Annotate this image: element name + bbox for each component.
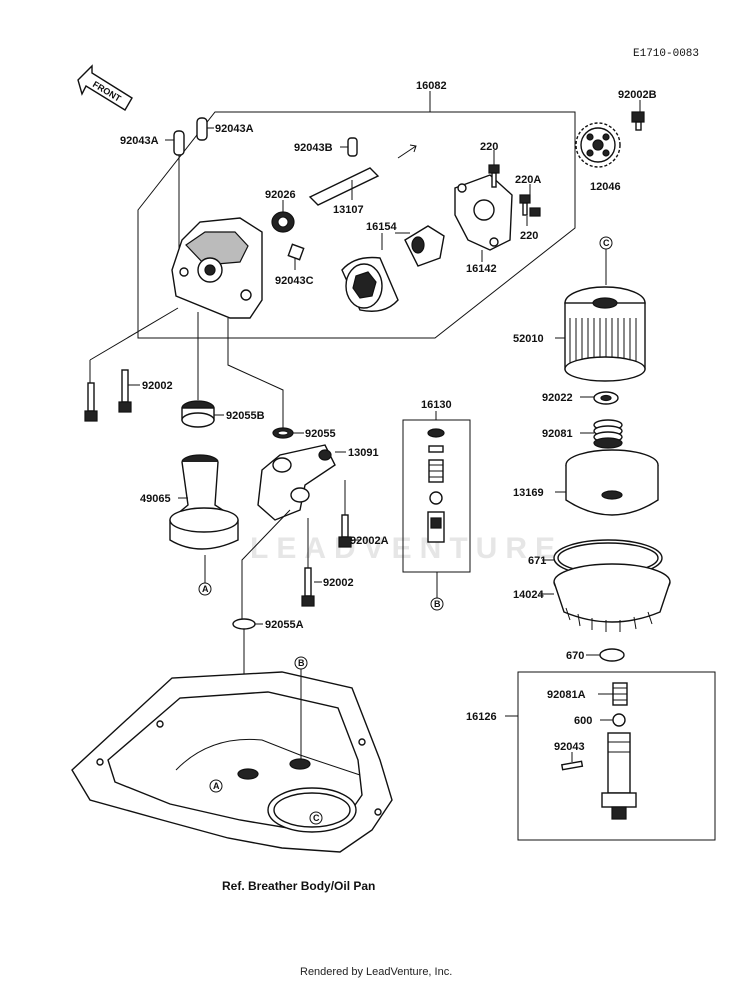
svg-text:B: B — [298, 658, 305, 668]
label-92002b: 92002B — [618, 89, 657, 101]
svg-text:C: C — [313, 813, 320, 823]
bolt-92002-short — [118, 369, 132, 413]
spring-92081a — [612, 682, 628, 706]
oil-screen-49065 — [169, 454, 239, 550]
ball-600 — [612, 713, 626, 727]
label-92043c: 92043C — [275, 275, 314, 287]
callout-b-upper — [430, 597, 444, 611]
label-92055a: 92055A — [265, 619, 304, 631]
bypass-valve-parts — [427, 428, 445, 543]
label-92081a: 92081A — [547, 689, 586, 701]
o-ring-92055a — [232, 618, 256, 630]
label-52010: 52010 — [513, 333, 544, 345]
label-92081: 92081 — [542, 428, 573, 440]
label-92026: 92026 — [265, 189, 296, 201]
label-92043: 92043 — [554, 741, 585, 753]
diagram-code: E1710-0083 — [633, 48, 699, 60]
callout-a-lower — [209, 779, 223, 793]
spring-92081 — [593, 419, 623, 449]
relief-valve-box — [517, 671, 716, 841]
pump-cover-16142 — [454, 174, 513, 251]
callout-a-upper — [198, 582, 212, 596]
filter-cover-14024 — [553, 563, 671, 632]
watermark-text: LEADVENTURE — [250, 532, 563, 565]
label-14024: 14024 — [513, 589, 544, 601]
label-92055b: 92055B — [226, 410, 265, 422]
label-92002-2: 92002 — [323, 577, 354, 589]
label-12046: 12046 — [590, 181, 621, 193]
sprocket-12046 — [575, 122, 621, 168]
label-220-2: 220 — [520, 230, 538, 242]
label-92043a-2: 92043A — [215, 123, 254, 135]
dowel-pin-92043a-2 — [196, 117, 208, 141]
bolt-92002-lower — [301, 567, 315, 607]
label-92002a: 92002A — [350, 535, 389, 547]
label-92043b: 92043B — [294, 142, 333, 154]
inner-rotor — [404, 225, 445, 267]
bolt-220a — [519, 194, 541, 217]
svg-text:A: A — [202, 584, 209, 594]
label-13169: 13169 — [513, 487, 544, 499]
o-ring-670 — [599, 648, 625, 662]
label-670: 670 — [566, 650, 584, 662]
label-13107: 13107 — [333, 204, 364, 216]
label-671: 671 — [528, 555, 546, 567]
oil-pump-body — [171, 217, 263, 319]
label-49065: 49065 — [140, 493, 171, 505]
pin-92043 — [560, 760, 584, 771]
label-92002-1: 92002 — [142, 380, 173, 392]
oil-pipe-13091 — [257, 444, 336, 521]
label-92022: 92022 — [542, 392, 573, 404]
shaft-13107 — [308, 167, 380, 206]
pin-92043c — [287, 243, 305, 261]
label-16130: 16130 — [421, 399, 452, 411]
label-16126: 16126 — [466, 711, 497, 723]
oil-filter-52010 — [564, 286, 646, 382]
label-92043a-1: 92043A — [120, 135, 159, 147]
svg-text:C: C — [603, 238, 610, 248]
oil-pan — [71, 671, 393, 853]
bolt-92002-long — [84, 382, 98, 422]
label-600: 600 — [574, 715, 592, 727]
rotor-16154 — [341, 256, 399, 312]
reference-text: Ref. Breather Body/Oil Pan — [222, 879, 375, 893]
label-220-1: 220 — [480, 141, 498, 153]
label-16142: 16142 — [466, 263, 497, 275]
plug-92055b — [181, 400, 215, 428]
bolt-92002b — [631, 111, 645, 123]
svg-text:A: A — [213, 781, 220, 791]
footer-text: Rendered by LeadVenture, Inc. — [300, 966, 452, 978]
dowel-pin-92043a — [173, 130, 185, 156]
label-13091: 13091 — [348, 447, 379, 459]
label-220a: 220A — [515, 174, 541, 186]
label-16082: 16082 — [416, 80, 447, 92]
callout-c-lower — [309, 811, 323, 825]
label-92055: 92055 — [305, 428, 336, 440]
svg-text:B: B — [434, 599, 441, 609]
filter-housing-13169 — [565, 449, 659, 516]
oil-pump-group-outline — [137, 111, 576, 339]
front-arrow-icon: FRONT — [77, 64, 133, 111]
label-16154: 16154 — [366, 221, 397, 233]
dowel-pin-92043b — [347, 137, 358, 157]
relief-valve-body — [601, 732, 637, 820]
